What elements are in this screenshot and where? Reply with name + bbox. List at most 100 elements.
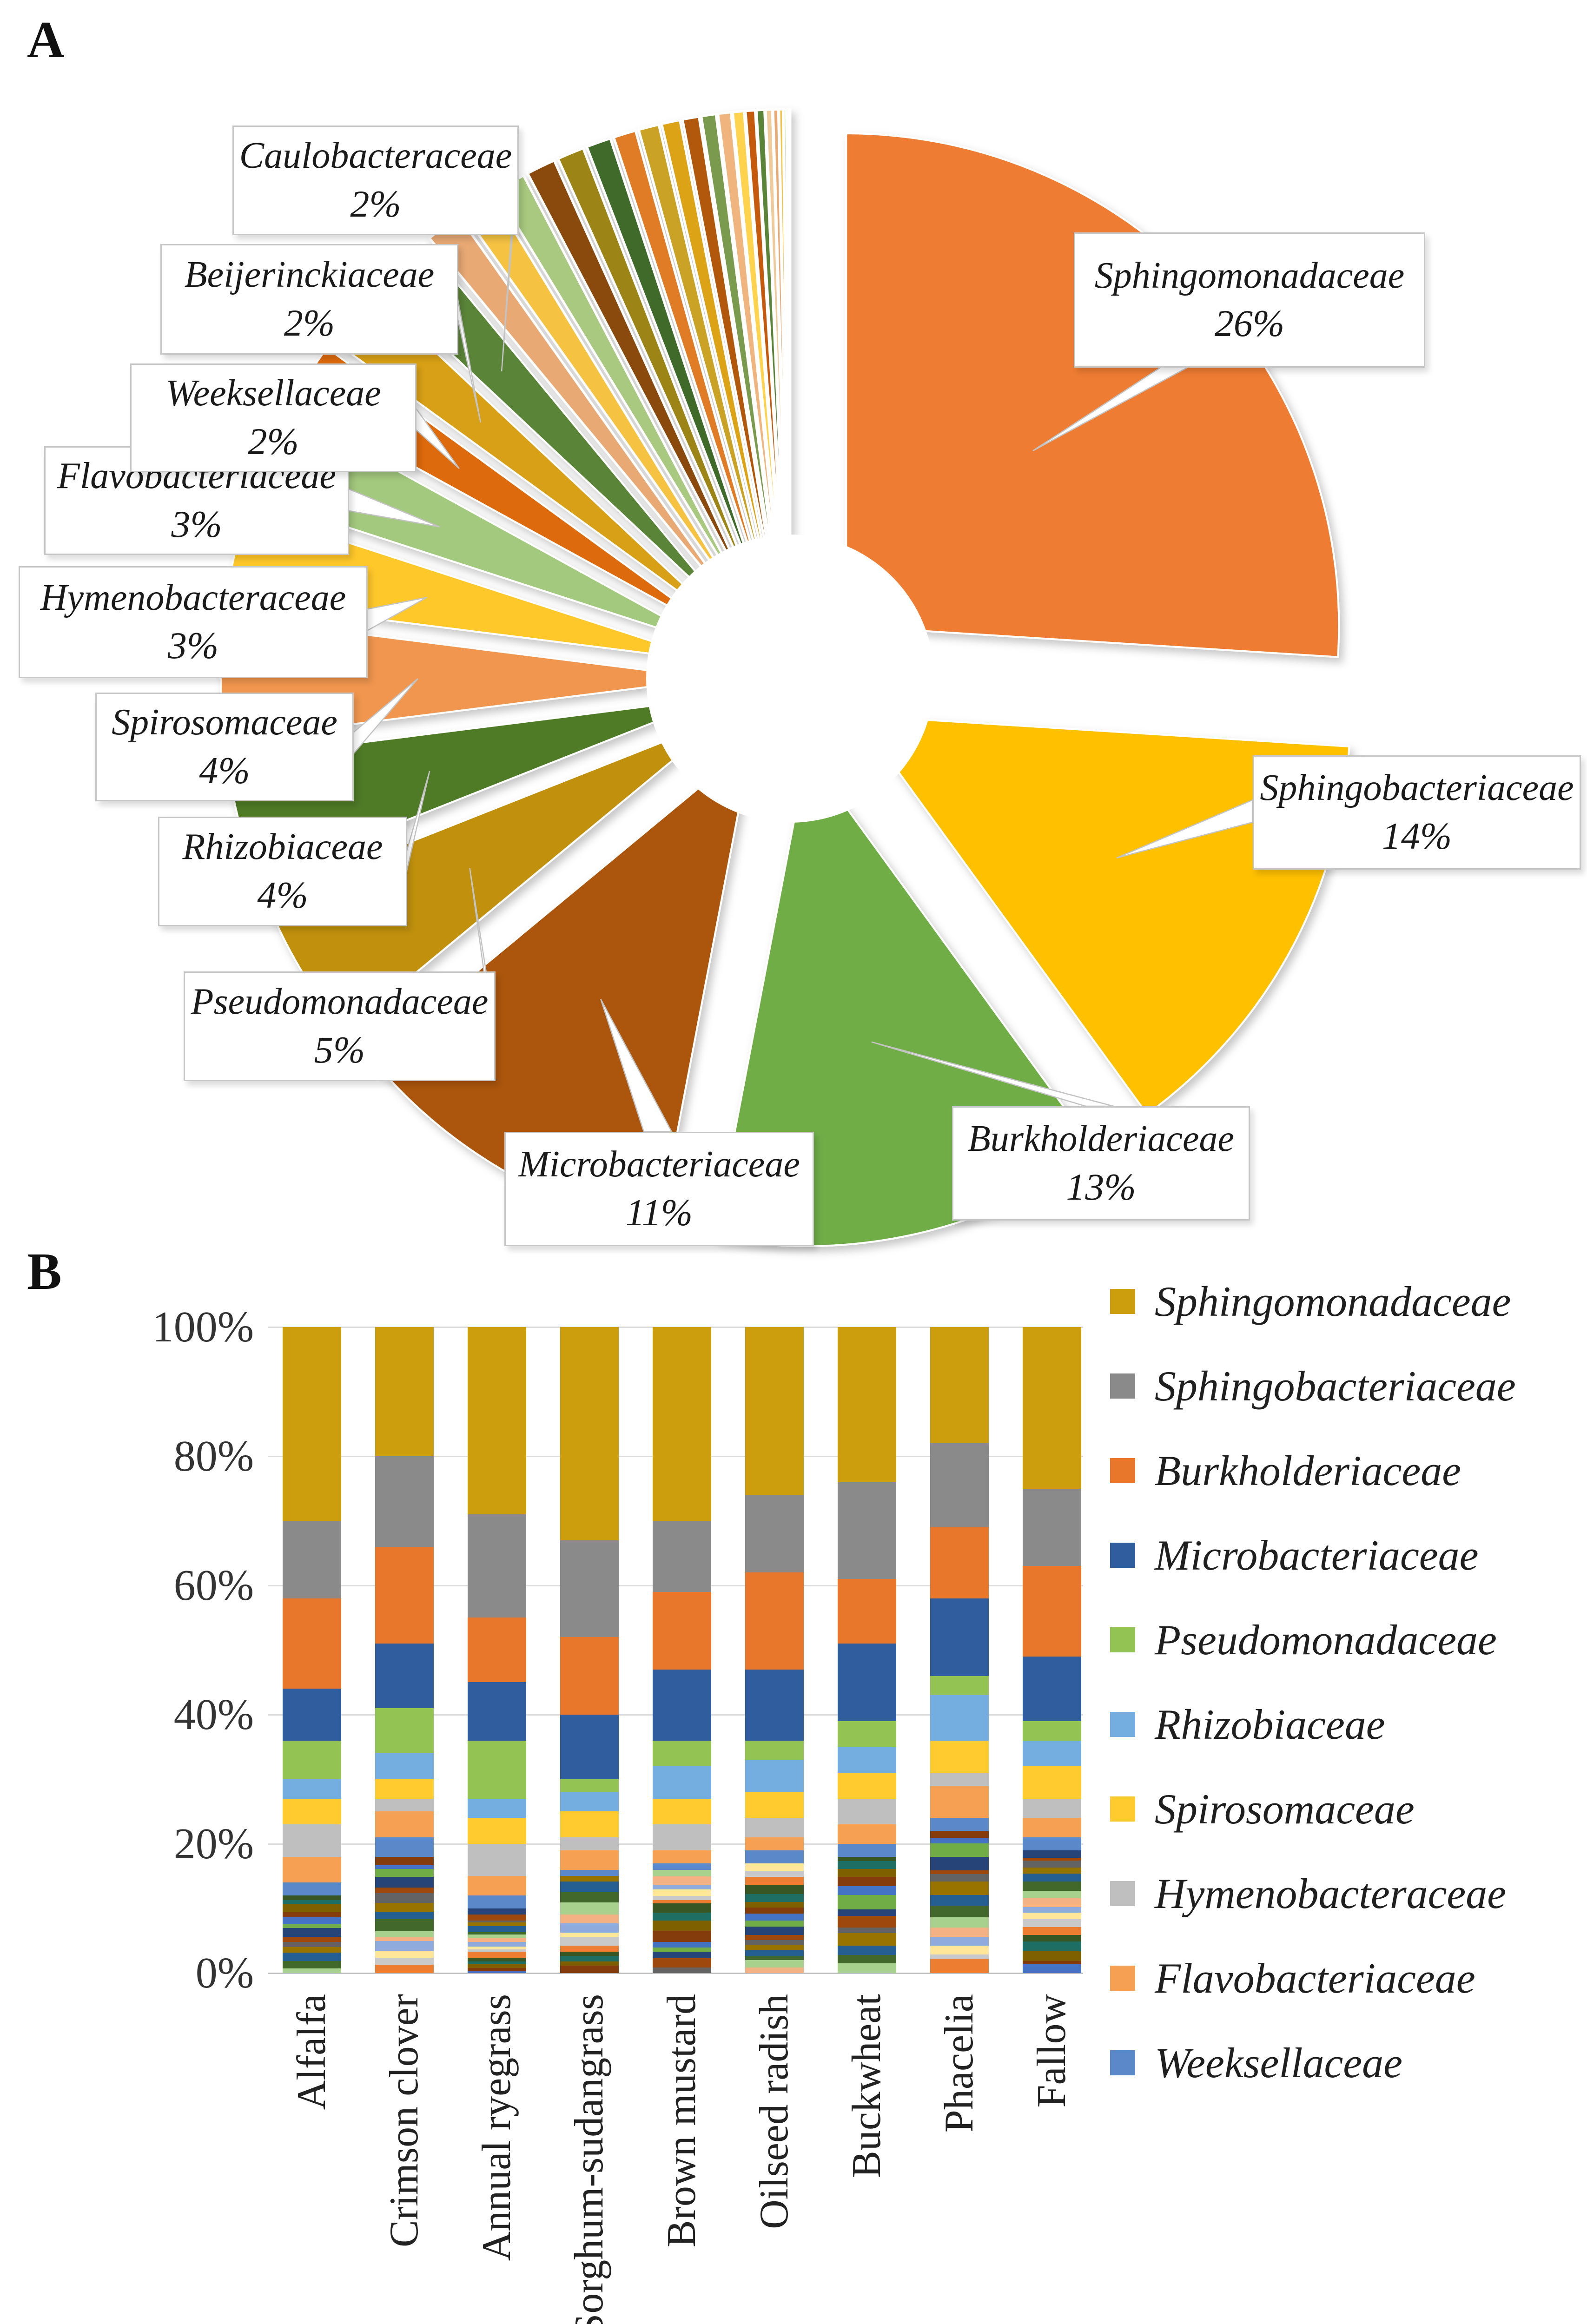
bar-segment-microbacteriaceae xyxy=(653,1669,711,1741)
x-axis-label: Fallow xyxy=(1029,1994,1074,2108)
bar-segment-other xyxy=(745,1908,804,1914)
bar-segment-hymenobacteraceae xyxy=(653,1824,711,1850)
bar-segment-other xyxy=(1023,1882,1081,1891)
bar-segment-other xyxy=(560,1892,619,1902)
legend-item-pseudomonadaceae: Pseudomonadaceae xyxy=(1110,1616,1497,1664)
bar-segment-other xyxy=(653,1948,711,1952)
bar-segment-other xyxy=(283,1904,341,1913)
bar-segment-burkholderiaceae xyxy=(745,1572,804,1670)
bar-segment-weeksellaceae xyxy=(1023,1837,1081,1850)
pie-callout-microbacteriaceae: Microbacteriaceae 11% xyxy=(504,1132,814,1246)
bar-segment-weeksellaceae xyxy=(375,1837,434,1857)
bar-segment-hymenobacteraceae xyxy=(468,1843,526,1876)
pie-slice-other xyxy=(585,137,766,607)
bar-segment-sphingomonadaceae xyxy=(560,1327,619,1540)
pie-callout-name: Hymenobacteraceae xyxy=(40,577,346,618)
bar-segment-spirosomaceae xyxy=(1023,1766,1081,1799)
bar-segment-other xyxy=(468,1922,526,1926)
pie-slice-other xyxy=(716,111,783,603)
legend-swatch xyxy=(1110,1543,1135,1568)
bar-segment-other xyxy=(745,1940,804,1945)
bar-segment-microbacteriaceae xyxy=(838,1644,896,1721)
bar-segment-other xyxy=(838,1915,896,1928)
bar-segment-other xyxy=(653,1895,711,1900)
legend-label: Microbacteriaceae xyxy=(1155,1532,1479,1579)
bar-segment-other xyxy=(283,1937,341,1942)
bar-segment-other xyxy=(930,1906,989,1917)
x-axis-label: Annual ryegrass xyxy=(474,1994,519,2261)
legend-swatch xyxy=(1110,1289,1135,1314)
bar-segment-other xyxy=(930,1837,989,1843)
x-axis-label: Oilseed radish xyxy=(752,1994,797,2229)
bar-alfalfa xyxy=(283,1327,341,1973)
bar-segment-burkholderiaceae xyxy=(375,1546,434,1644)
pie-callout-name: Burkholderiaceae xyxy=(967,1118,1235,1160)
x-axis-label: Alfalfa xyxy=(289,1994,334,2110)
pie-callout-name: Microbacteriaceae xyxy=(518,1144,800,1185)
bar-segment-sphingobacteriaceae xyxy=(560,1540,619,1637)
bar-segment-other xyxy=(468,1961,526,1964)
y-axis-tick-label: 40% xyxy=(173,1690,254,1739)
y-axis-tick-label: 60% xyxy=(173,1561,254,1610)
bar-segment-rhizobiaceae xyxy=(1023,1740,1081,1767)
bar-segment-sphingobacteriaceae xyxy=(283,1521,341,1598)
bar-segment-other xyxy=(653,1889,711,1896)
bar-segment-hymenobacteraceae xyxy=(930,1773,989,1786)
bar-segment-other xyxy=(838,1933,896,1946)
bar-segment-spirosomaceae xyxy=(375,1779,434,1799)
bar-segment-burkholderiaceae xyxy=(1023,1566,1081,1657)
bar-segment-other xyxy=(838,1856,896,1861)
bar-segment-other xyxy=(468,1934,526,1938)
bar-segment-other xyxy=(1023,1907,1081,1913)
bar-segment-other xyxy=(1023,1913,1081,1920)
bar-segment-other xyxy=(1023,1934,1081,1942)
y-axis-tick-label: 0% xyxy=(195,1949,254,1997)
bar-segment-other xyxy=(1023,1919,1081,1928)
panel-a-label: A xyxy=(27,11,65,69)
bar-segment-spirosomaceae xyxy=(283,1798,341,1825)
bar-segment-other xyxy=(468,1971,526,1973)
pie-callout-value: 14% xyxy=(1382,814,1452,857)
bar-segment-other xyxy=(838,1886,896,1895)
bar-segment-microbacteriaceae xyxy=(375,1644,434,1709)
bar-segment-pseudomonadaceae xyxy=(745,1740,804,1760)
bar-segment-other xyxy=(283,1917,341,1924)
bar-segment-other xyxy=(930,1945,989,1954)
bar-segment-other xyxy=(653,1967,711,1973)
bar-segment-other xyxy=(468,1908,526,1915)
bar-segment-other xyxy=(468,1949,526,1952)
bar-segment-flavobacteriaceae xyxy=(1023,1818,1081,1838)
pie-callout-value: 11% xyxy=(625,1191,693,1234)
bar-segment-other xyxy=(653,1942,711,1948)
bar-segment-spirosomaceae xyxy=(468,1818,526,1844)
bar-segment-other xyxy=(745,1967,804,1973)
pie-slice-sphingomonadaceae xyxy=(845,132,1340,658)
pie-callout-value: 2% xyxy=(248,420,299,462)
bar-segment-other xyxy=(560,1915,619,1924)
bar-segment-other xyxy=(560,1956,619,1962)
bar-segment-other xyxy=(930,1937,989,1946)
pie-callout-value: 3% xyxy=(171,502,222,545)
bar-segment-other xyxy=(930,1870,989,1875)
pie-callout-name: Sphingomonadaceae xyxy=(1094,255,1405,296)
bar-segment-microbacteriaceae xyxy=(930,1598,989,1676)
bar-segment-pseudomonadaceae xyxy=(468,1740,526,1799)
bar-segment-other xyxy=(283,1961,341,1968)
bar-segment-sphingomonadaceae xyxy=(838,1327,896,1482)
bar-segment-other xyxy=(1023,1874,1081,1882)
bar-segment-weeksellaceae xyxy=(283,1882,341,1896)
bar-segment-sphingomonadaceae xyxy=(653,1327,711,1521)
bar-segment-other xyxy=(653,1958,711,1968)
bar-segment-other xyxy=(1023,1898,1081,1907)
bar-segment-sphingomonadaceae xyxy=(1023,1327,1081,1489)
bar-segment-other xyxy=(653,1900,711,1903)
bar-segment-other xyxy=(1023,1891,1081,1899)
bar-segment-rhizobiaceae xyxy=(745,1760,804,1792)
bar-segment-other xyxy=(375,1888,434,1894)
bar-segment-other xyxy=(468,1920,526,1923)
pie-center-hole xyxy=(646,535,934,823)
bar-segment-other xyxy=(375,1964,434,1973)
panel-b-label: B xyxy=(27,1243,62,1301)
